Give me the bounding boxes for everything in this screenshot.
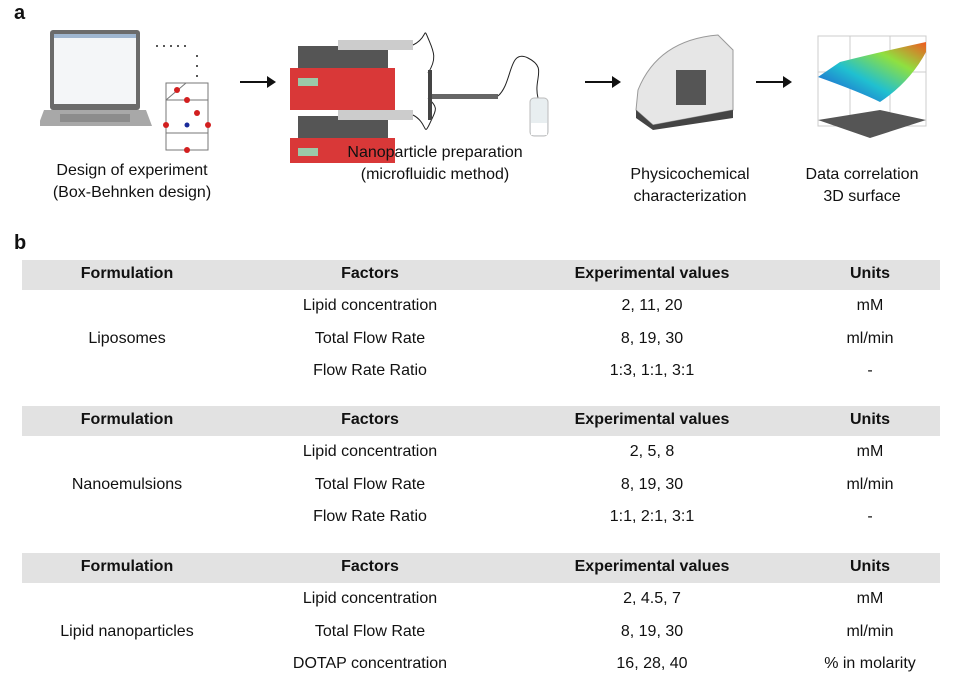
formulation-name: Nanoemulsions — [71, 476, 183, 493]
step-caption: Design of experiment(Box-Behnken design) — [52, 162, 212, 201]
column-header: Units — [850, 411, 890, 428]
table-header-row — [22, 260, 940, 290]
experimental-values: 1:3, 1:1, 3:1 — [609, 362, 695, 379]
factor-name: Total Flow Rate — [314, 329, 426, 347]
panel-b-label: b — [14, 232, 27, 254]
column-header: Formulation — [80, 411, 174, 428]
column-header: Units — [850, 558, 890, 575]
column-header: Experimental values — [574, 558, 730, 575]
laptop-icon — [40, 30, 211, 153]
factor-name: DOTAP concentration — [292, 655, 448, 672]
experimental-values: 2, 11, 20 — [621, 297, 683, 314]
units: - — [867, 362, 873, 379]
column-header: Units — [850, 265, 890, 282]
experimental-values: 16, 28, 40 — [616, 655, 688, 672]
units: ml/min — [846, 475, 894, 493]
formulation-name: Lipid nanoparticles — [60, 623, 194, 640]
step-caption: Nanoparticle preparation(microfluidic me… — [347, 144, 523, 183]
units: mM — [856, 297, 884, 314]
column-header: Experimental values — [574, 265, 730, 282]
formulation-name: Liposomes — [88, 330, 166, 347]
experimental-values: 8, 19, 30 — [620, 475, 684, 493]
arrow-icon — [756, 76, 792, 88]
experimental-values: 2, 4.5, 7 — [623, 590, 681, 607]
units: mM — [856, 443, 884, 460]
instrument-icon — [635, 34, 734, 130]
syringe-pumps-icon — [290, 32, 549, 163]
arrow-icon — [240, 76, 276, 88]
panel-a-label: a — [14, 2, 26, 24]
table-header-row — [22, 553, 940, 583]
experimental-values: 8, 19, 30 — [620, 622, 684, 640]
column-header: Factors — [341, 265, 399, 282]
factor-name: Lipid concentration — [302, 590, 438, 607]
units: ml/min — [846, 622, 894, 640]
3d-surface-plot-icon — [817, 35, 927, 138]
units: % in molarity — [824, 655, 916, 672]
units: ml/min — [846, 329, 894, 347]
factor-name: Lipid concentration — [302, 443, 438, 460]
column-header: Formulation — [80, 558, 174, 575]
experimental-values: 8, 19, 30 — [620, 329, 684, 347]
column-header: Factors — [341, 411, 399, 428]
factor-name: Lipid concentration — [302, 297, 438, 314]
units: - — [867, 508, 873, 525]
column-header: Formulation — [80, 265, 174, 282]
experimental-values: 2, 5, 8 — [629, 443, 675, 460]
units: mM — [856, 590, 884, 607]
factor-name: Flow Rate Ratio — [313, 508, 427, 525]
column-header: Factors — [341, 558, 399, 575]
arrow-icon — [585, 76, 621, 88]
column-header: Experimental values — [574, 411, 730, 428]
factor-name: Total Flow Rate — [314, 475, 426, 493]
table-header-row — [22, 406, 940, 436]
factor-name: Total Flow Rate — [314, 622, 426, 640]
experimental-values: 1:1, 2:1, 3:1 — [609, 508, 695, 525]
factor-name: Flow Rate Ratio — [313, 362, 427, 379]
